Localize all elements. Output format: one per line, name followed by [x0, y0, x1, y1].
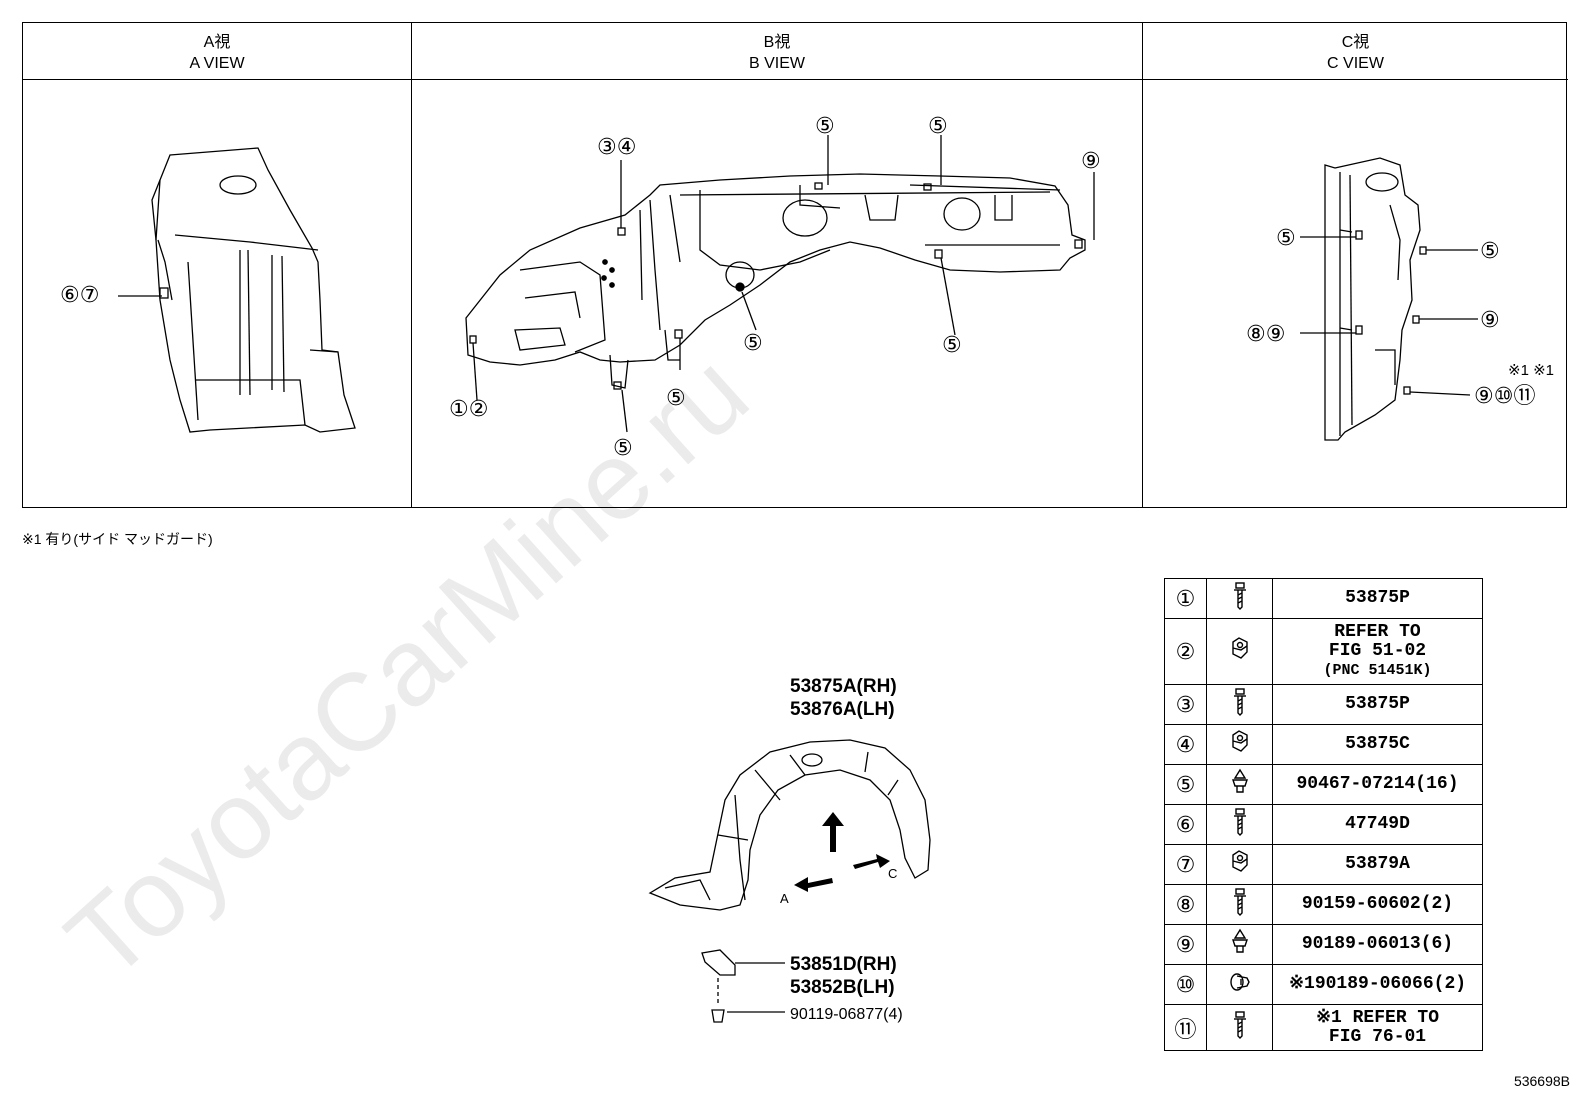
arrow-a-shape	[794, 877, 833, 892]
legend-part-line-1: 90189-06013(6)	[1301, 934, 1454, 954]
legend-row: ① 53875P	[1164, 578, 1483, 619]
push-clip-icon	[1206, 764, 1273, 805]
arrow-a-label: A	[780, 891, 789, 906]
main-part-labels: 53875A(RH) 53876A(LH) 53851D(RH) 53852B(…	[790, 676, 903, 1023]
legend-part-line-1: 90467-07214(16)	[1296, 774, 1459, 794]
view-a-title-jp: A視	[203, 34, 231, 51]
screw-icon	[1206, 684, 1273, 725]
bracket-rh-label: 53851D(RH)	[790, 954, 897, 975]
legend-item-number: ⑤	[1164, 764, 1207, 805]
liner-lh-label: 53876A(LH)	[790, 699, 895, 720]
views-panel: A視 A VIEW B視 B VIEW C視 C VIEW	[22, 22, 1568, 508]
view-b-title-jp: B視	[763, 34, 791, 51]
liner-rh-label: 53875A(RH)	[790, 676, 897, 697]
legend-item-number: ⑩	[1164, 964, 1207, 1005]
legend-row: ⑦ 53879A	[1164, 844, 1483, 885]
legend-part-line-2: FIG 51-02	[1328, 641, 1427, 661]
legend-part-line-1: 47749D	[1345, 814, 1410, 834]
legend-part-line-3: (PNC 51451K)	[1323, 662, 1432, 679]
figure-reference: 536698B	[1513, 1073, 1570, 1089]
side-mudguard-note: ※1 有り(サイド マッドガード)	[22, 531, 213, 547]
legend-row: ⑤ 90467-07214(16)	[1164, 764, 1483, 805]
legend-part-line-1: 53879A	[1345, 854, 1410, 874]
legend-part-number: ※190189-06066(2)	[1272, 964, 1483, 1005]
screw-icon	[1206, 1004, 1273, 1051]
legend-row: ③ 53875P	[1164, 684, 1483, 725]
view-b-panel: B視 B VIEW	[411, 23, 1142, 507]
legend-part-number: 47749D	[1272, 804, 1483, 845]
legend-row: ⑨ 90189-06013(6)	[1164, 924, 1483, 965]
arrow-c-shape	[853, 854, 890, 869]
bracket-drawing	[701, 949, 785, 1023]
legend-part-line-1: ※190189-06066(2)	[1288, 974, 1467, 994]
screw-icon	[1206, 578, 1273, 619]
legend-item-number: ⑦	[1164, 844, 1207, 885]
legend-part-number: 90467-07214(16)	[1272, 764, 1483, 805]
clip-nut-icon	[1206, 844, 1273, 885]
legend-item-number: ⑥	[1164, 804, 1207, 845]
legend-item-number: ⑪	[1164, 1004, 1207, 1051]
direction-arrows	[794, 812, 890, 892]
legend-row: ④ 53875C	[1164, 724, 1483, 765]
legend-part-number: 53875P	[1272, 684, 1483, 725]
view-c-title-en: C VIEW	[1327, 55, 1384, 72]
main-liner-drawing	[648, 739, 931, 911]
screw-icon	[1206, 884, 1273, 925]
view-a-panel: A視 A VIEW	[23, 23, 411, 507]
legend-row: ⑩ ※190189-06066(2)	[1164, 964, 1483, 1005]
view-a-title-en: A VIEW	[189, 55, 245, 72]
screw-icon	[1206, 804, 1273, 845]
view-b-title-en: B VIEW	[748, 55, 805, 72]
view-c-panel: C視 C VIEW	[1142, 23, 1568, 507]
arrow-c-label: C	[888, 866, 897, 881]
view-c-header: C視 C VIEW	[1143, 23, 1568, 80]
legend-part-number: 53879A	[1272, 844, 1483, 885]
view-c-title-jp: C視	[1341, 34, 1370, 51]
clip-nut-icon	[1206, 724, 1273, 765]
clip-nut-icon	[1206, 618, 1273, 685]
arrow-b-shape	[822, 812, 844, 852]
legend-item-number: ⑧	[1164, 884, 1207, 925]
legend-part-number: 90159-60602(2)	[1272, 884, 1483, 925]
legend-part-line-1: 90159-60602(2)	[1301, 894, 1454, 914]
legend-part-number: 90189-06013(6)	[1272, 924, 1483, 965]
view-b-header: B視 B VIEW	[412, 23, 1142, 80]
legend-part-line-1: ※1 REFER TO	[1315, 1007, 1440, 1028]
legend-part-line-1: REFER TO	[1334, 622, 1421, 642]
push-clip-icon	[1206, 924, 1273, 965]
screw-label: 90119-06877(4)	[790, 1006, 903, 1023]
legend-part-line-2: FIG 76-01	[1328, 1026, 1427, 1047]
legend-item-number: ⑨	[1164, 924, 1207, 965]
legend-item-number: ③	[1164, 684, 1207, 725]
legend-row: ⑥ 47749D	[1164, 804, 1483, 845]
legend-item-number: ②	[1164, 618, 1207, 685]
legend-item-number: ①	[1164, 578, 1207, 619]
legend-row: ⑧ 90159-60602(2)	[1164, 884, 1483, 925]
legend-part-line-1: 53875P	[1345, 588, 1410, 608]
legend-item-number: ④	[1164, 724, 1207, 765]
bracket-lh-label: 53852B(LH)	[790, 977, 895, 998]
legend-part-line-1: 53875C	[1345, 734, 1410, 754]
arrow-b-label: B	[828, 814, 837, 829]
view-a-header: A視 A VIEW	[23, 23, 411, 80]
legend-part-line-1: 53875P	[1345, 694, 1410, 714]
arrow-labels: B C A	[780, 814, 897, 906]
legend-part-number: 53875P	[1272, 578, 1483, 619]
grommet-icon	[1206, 964, 1273, 1005]
legend-part-number: 53875C	[1272, 724, 1483, 765]
